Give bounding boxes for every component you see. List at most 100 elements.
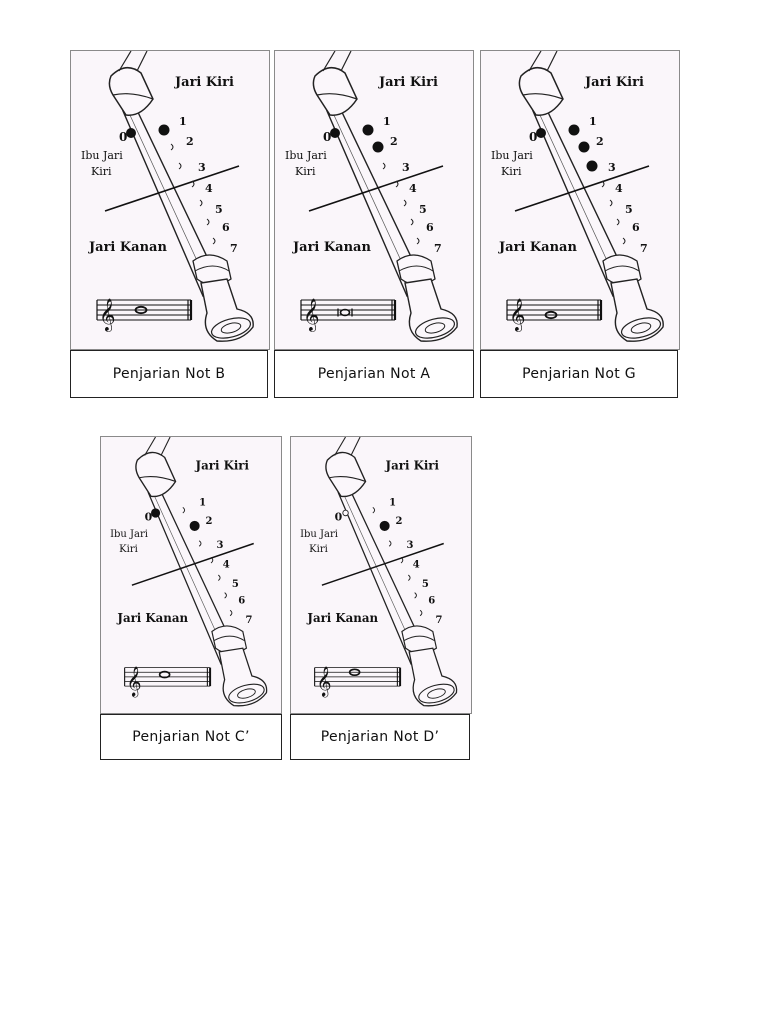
mouthpiece-ring: [522, 93, 564, 100]
mouthpiece-ring: [329, 475, 366, 482]
joint-ring: [604, 265, 640, 272]
finger-hole-open: [622, 237, 626, 245]
hole-number-label: 5: [625, 203, 633, 216]
note-head: [158, 670, 171, 679]
bell-inner: [237, 688, 256, 699]
finger-hole-open: [372, 507, 376, 514]
finger-hole-closed: [158, 124, 170, 136]
mouthpiece-ring: [316, 93, 358, 100]
joint-ring: [403, 635, 435, 642]
recorder-mouthpiece: [108, 67, 154, 116]
hand-divider-line: [131, 542, 254, 586]
hole-number-label: 4: [223, 560, 230, 571]
mouthpiece-tip: [546, 51, 558, 72]
hole-number-label: 6: [632, 221, 640, 234]
hand-divider-line: [308, 165, 444, 212]
finger-hole-closed: [578, 141, 590, 153]
hole-number-label: 3: [216, 540, 223, 551]
hole-number-label: 2: [396, 516, 403, 527]
music-staff: 𝄞: [506, 298, 603, 332]
note-head: [339, 308, 351, 317]
finger-hole-open: [601, 180, 605, 188]
finger-hole-open: [199, 199, 203, 207]
finger-hole-open: [407, 574, 411, 581]
finger-hole-open: [198, 540, 202, 547]
right-hand-label: Jari Kanan: [292, 240, 371, 255]
finger-hole-open: [178, 162, 182, 170]
hole-number-label: 7: [434, 242, 442, 255]
treble-clef-icon: 𝄞: [99, 298, 116, 332]
bell-inner: [424, 322, 446, 334]
hole-number-label: 1: [389, 497, 396, 508]
hole-number-label: 4: [413, 560, 420, 571]
joint-ring: [194, 265, 230, 272]
bell-inner: [427, 688, 446, 699]
thumb-number-label: 0: [335, 510, 343, 523]
card-caption: Penjarian Not B: [70, 350, 268, 398]
mouthpiece-tip: [322, 51, 336, 72]
mouthpiece-tip: [340, 51, 352, 72]
thumb-hole-open: [342, 509, 349, 517]
finger-hole-closed: [372, 141, 384, 153]
thumb-number-label: 0: [323, 130, 331, 144]
left-hand-label: Jari Kiri: [195, 458, 250, 472]
hole-number-label: 5: [422, 579, 429, 590]
card-caption: Penjarian Not C’: [100, 714, 282, 760]
right-hand-label: Jari Kanan: [498, 240, 577, 255]
joint-ring: [398, 265, 434, 272]
hole-number-label: 6: [238, 596, 245, 607]
thumb-label: Kiri: [119, 544, 138, 555]
mouthpiece-tip: [136, 51, 148, 72]
thumb-label: Kiri: [309, 544, 328, 555]
thumb-hole-closed: [330, 128, 340, 138]
hole-number-label: 2: [390, 135, 398, 148]
mouthpiece-tip: [528, 51, 542, 72]
finger-hole-open: [400, 557, 404, 564]
thumb-label: Ibu Jari: [285, 149, 327, 162]
finger-hole-open: [382, 162, 386, 170]
mouthpiece-tip: [118, 51, 132, 72]
bell-opening: [620, 317, 662, 339]
hole-number-label: 6: [222, 221, 230, 234]
finger-hole-open: [217, 574, 221, 581]
hole-number-label: 5: [419, 203, 427, 216]
mouthpiece-tip: [144, 437, 157, 456]
thumb-label: Kiri: [501, 165, 522, 178]
thumb-hole-closed: [126, 128, 136, 138]
hole-number-label: 4: [615, 182, 623, 195]
right-hand-label: Jari Kanan: [306, 611, 378, 625]
mouthpiece-tip: [160, 437, 171, 456]
finger-hole-closed: [568, 124, 580, 136]
thumb-label: Kiri: [91, 165, 112, 178]
finger-hole-open: [609, 199, 613, 207]
bell-opening: [418, 683, 455, 704]
finger-hole-open: [410, 218, 414, 226]
hole-number-label: 4: [205, 182, 213, 195]
recorder-mouthpiece: [312, 67, 358, 116]
finger-hole-closed: [586, 160, 598, 172]
card-caption: Penjarian Not D’: [290, 714, 470, 760]
mouthpiece-tip: [350, 437, 361, 456]
hole-number-label: 7: [246, 615, 253, 626]
treble-clef-icon: 𝄞: [316, 666, 331, 698]
mouthpiece-ring: [139, 475, 176, 482]
finger-hole-open: [229, 609, 233, 617]
finger-hole-open: [206, 218, 210, 226]
bell-opening: [414, 317, 456, 339]
hole-number-label: 4: [409, 182, 417, 195]
hole-number-label: 2: [596, 135, 604, 148]
hole-number-label: 5: [232, 579, 239, 590]
